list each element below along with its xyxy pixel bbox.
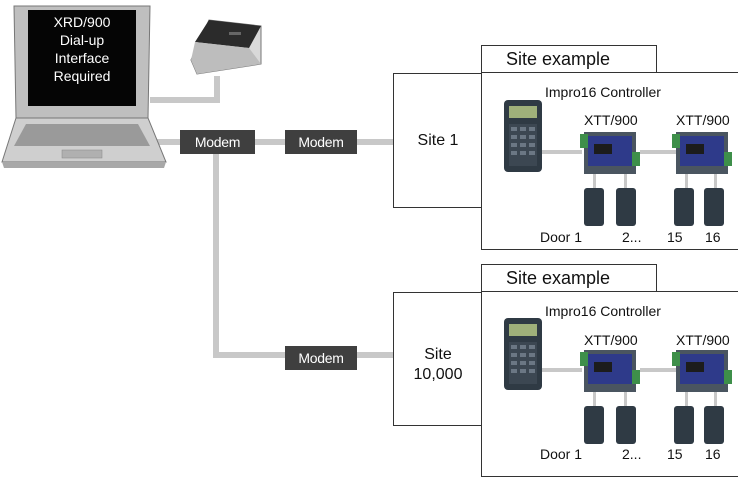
door-reader-icon (704, 188, 724, 226)
door-reader-icon (674, 188, 694, 226)
site2-label-line: Site (424, 346, 452, 363)
xtt-to-xtt-line (640, 150, 680, 154)
site1-door-label: Door 1 (540, 229, 583, 245)
site2-modem: Modem (285, 346, 357, 370)
site2-xtt-label-2: XTT/900 (676, 332, 730, 348)
site1-xtt-label-1: XTT/900 (584, 112, 638, 128)
site2-label-line: 10,000 (413, 366, 463, 383)
door-reader-icon (704, 406, 724, 444)
door-reader-icon (674, 406, 694, 444)
site1-hardware (504, 100, 732, 226)
xtt-to-door-line (714, 390, 717, 406)
site1-door-label: 16 (705, 229, 721, 245)
site2-door-label: 2... (622, 446, 642, 462)
laptop: XRD/900 Dial-up Interface Required (0, 0, 168, 172)
xtt-unit-icon (672, 350, 732, 392)
modem-to-modem-line (255, 139, 285, 145)
laptop-text-line: Dial-up (59, 32, 105, 48)
door-reader-icon (584, 188, 604, 226)
site2-door-label: 15 (667, 446, 683, 462)
dialup-interface-device (189, 12, 265, 78)
laptop-to-modem-line (150, 139, 180, 145)
site2-hardware (504, 318, 732, 444)
site1-door-label: 15 (667, 229, 683, 245)
site2-box (393, 292, 483, 426)
xtt-to-door-line (624, 172, 627, 188)
site2-xtt-label-1: XTT/900 (584, 332, 638, 348)
site2-label: Site 10,000 (393, 345, 483, 385)
site1-example-title: Site example (481, 45, 657, 73)
laptop-screen-text: XRD/900 Dial-up Interface Required (28, 13, 136, 85)
xtt-to-door-line (685, 390, 688, 406)
site1-controller-label: Impro16 Controller (545, 84, 661, 100)
laptop-icon (1, 5, 167, 168)
xtt-unit-icon (672, 132, 732, 174)
door-reader-icon (584, 406, 604, 444)
site1-door-label: 2... (622, 229, 642, 245)
controller-to-xtt-line (542, 368, 582, 372)
host-vertical-line (213, 152, 219, 358)
xtt-to-door-line (593, 172, 596, 188)
xtt-unit-icon (580, 350, 640, 392)
site1-xtt-label-2: XTT/900 (676, 112, 730, 128)
keypad-controller-icon (504, 100, 542, 172)
modem-to-site1-line (357, 139, 393, 145)
host-to-site2-modem-line (213, 352, 285, 358)
host-modem: Modem (180, 130, 255, 154)
door-reader-icon (616, 188, 636, 226)
laptop-to-dialup-line (150, 97, 220, 103)
modem-to-site2-line (357, 352, 393, 358)
site1-label: Site 1 (417, 132, 459, 149)
door-reader-icon (616, 406, 636, 444)
keypad-controller-icon (504, 318, 542, 390)
site2-door-label: 16 (705, 446, 721, 462)
site2-door-label: Door 1 (540, 446, 583, 462)
xtt-unit-icon (580, 132, 640, 174)
laptop-text-line: Required (53, 68, 111, 84)
xtt-to-door-line (593, 390, 596, 406)
xtt-to-xtt-line (640, 368, 680, 372)
site1-box (393, 73, 483, 208)
xtt-to-door-line (624, 390, 627, 406)
site2-controller-label: Impro16 Controller (545, 303, 661, 319)
laptop-text-line: Interface (54, 50, 110, 66)
xtt-to-door-line (685, 172, 688, 188)
controller-to-xtt-line (542, 150, 582, 154)
site2-example-title: Site example (481, 264, 657, 292)
dialup-vertical-line (214, 76, 220, 103)
site1-modem: Modem (285, 130, 357, 154)
dialup-interface-icon (190, 19, 262, 75)
laptop-text-line: XRD/900 (53, 14, 111, 30)
xtt-to-door-line (714, 172, 717, 188)
